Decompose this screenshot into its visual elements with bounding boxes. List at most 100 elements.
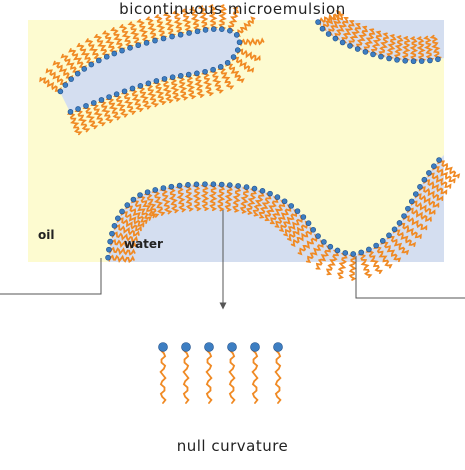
surfactant-molecule-icon — [209, 66, 224, 94]
surfactant-molecule-icon — [252, 188, 266, 217]
surfactant-molecule-icon — [171, 10, 185, 38]
surfactant-molecule-icon — [101, 30, 118, 57]
surfactant-molecule-icon — [124, 202, 148, 224]
surfactant-molecule-icon — [412, 191, 440, 208]
surfactant-molecule-icon — [421, 176, 448, 195]
surfactant-molecule-icon — [290, 226, 316, 248]
surfactant-molecule-icon — [158, 342, 168, 404]
surfactant-molecule-icon — [287, 220, 312, 242]
surfactant-molecule-icon — [144, 189, 160, 218]
surfactant-molecule-icon — [144, 80, 160, 108]
surfactant-molecule-icon — [113, 91, 129, 118]
surfactant-molecule-icon — [429, 34, 442, 63]
surfactant-molecule-icon — [378, 32, 390, 60]
surfactant-molecule-icon — [232, 183, 242, 213]
surfactant-molecule-icon — [233, 16, 256, 38]
surfactant-molecule-icon — [348, 251, 357, 281]
surfactant-molecule-icon — [154, 14, 168, 42]
surfactant-molecule-icon — [145, 16, 159, 44]
surfactant-molecule-icon — [204, 342, 214, 404]
surfactant-molecule-icon — [68, 48, 88, 72]
surfactant-molecule-icon — [274, 203, 295, 228]
surfactant-molecule-icon — [208, 4, 219, 32]
surfactant-molecule-icon — [347, 23, 362, 49]
surfactant-molecule-icon — [192, 181, 202, 212]
surfactant-molecule-icon — [297, 233, 321, 256]
surfactant-molecule-icon — [119, 208, 145, 228]
left-pointer-line — [0, 258, 102, 295]
surfactant-molecule-icon — [110, 27, 126, 54]
surfactant-molecule-icon — [218, 4, 228, 32]
diagram-title: bicontinuous microemulsion — [119, 0, 346, 18]
surfactant-molecule-icon — [423, 35, 435, 64]
surfactant-molecule-icon — [315, 10, 342, 26]
surfactant-molecule-icon — [393, 35, 404, 63]
surfactant-molecule-icon — [167, 183, 180, 214]
surfactant-molecule-icon — [118, 24, 134, 51]
surfactant-molecule-icon — [409, 36, 419, 65]
surfactant-molecule-icon — [305, 239, 327, 264]
surfactant-molecule-icon — [52, 60, 74, 82]
water-channel-top-left — [60, 29, 240, 112]
surfactant-molecule-icon — [396, 220, 422, 239]
right-pointer-line — [355, 256, 465, 299]
surfactant-molecule-icon — [151, 187, 166, 216]
null-curvature-caption: null curvature — [176, 437, 289, 455]
surfactant-molecule-icon — [105, 94, 122, 121]
surfactant-molecule-icon — [82, 103, 99, 130]
surfactant-molecule-icon — [224, 182, 233, 212]
surfactant-molecule-icon — [176, 73, 189, 101]
surfactant-molecule-icon — [246, 185, 258, 215]
surfactant-molecule-icon — [336, 250, 349, 280]
surfactant-molecule-icon — [136, 83, 152, 110]
surfactant-molecule-icon — [105, 254, 135, 264]
surfactant-molecule-icon — [197, 5, 210, 33]
surfactant-molecule-icon — [401, 213, 428, 231]
surfactant-molecule-icon — [386, 34, 397, 62]
surfactant-molecule-icon — [120, 88, 137, 115]
surfactant-molecule-icon — [183, 181, 194, 212]
surfactant-molecule-icon — [74, 106, 91, 133]
surfactant-molecule-icon — [224, 59, 245, 83]
surfactant-molecule-icon — [362, 28, 376, 55]
surfactant-molecule-icon — [236, 37, 265, 47]
surfactant-molecule-icon — [115, 215, 142, 232]
surfactant-molecule-icon — [168, 74, 182, 102]
surfactant-molecule-icon — [258, 190, 273, 219]
surfactant-molecule-icon — [373, 242, 393, 269]
surfactant-molecule-icon — [227, 7, 240, 34]
surfactant-molecule-icon — [332, 17, 349, 42]
surfactant-molecule-icon — [357, 249, 373, 279]
surfactant-molecule-icon — [315, 243, 334, 270]
surfactant-molecule-icon — [391, 226, 417, 247]
surfactant-molecule-icon — [111, 223, 140, 237]
surfactant-molecule-icon — [130, 196, 152, 221]
surfactant-molecule-icon — [354, 25, 369, 52]
surfactant-molecule-icon — [127, 21, 143, 49]
surfactant-molecule-icon — [137, 192, 157, 219]
surfactant-molecule-icon — [93, 33, 111, 60]
oil-phase-label: oil — [38, 228, 55, 242]
surfactant-molecule-icon — [426, 170, 452, 189]
surfactant-molecule-icon — [339, 20, 355, 46]
surfactant-molecule-icon — [160, 76, 174, 104]
surfactant-molecule-icon — [180, 8, 194, 36]
surfactant-molecule-icon — [379, 238, 402, 263]
surfactant-molecule-icon — [239, 184, 250, 214]
surfactant-molecule-icon — [60, 53, 81, 77]
null-curvature-row — [158, 342, 283, 404]
surfactant-molecule-icon — [405, 205, 432, 222]
surfactant-molecule-icon — [152, 78, 167, 105]
surfactant-molecule-icon — [192, 70, 205, 98]
surfactant-molecule-icon — [436, 157, 461, 179]
surfactant-monolayers — [39, 4, 461, 281]
surfactant-molecule-icon — [365, 246, 383, 274]
surfactant-molecule-icon — [401, 36, 411, 64]
surfactant-molecule-icon — [97, 97, 114, 124]
surfactant-molecule-icon — [416, 36, 427, 64]
surfactant-molecule-icon — [386, 232, 410, 255]
surfactant-molecule-icon — [325, 13, 344, 37]
surfactant-molecule-icon — [39, 77, 64, 95]
surfactant-molecule-icon — [273, 342, 283, 404]
surfactant-molecule-icon — [128, 85, 144, 113]
